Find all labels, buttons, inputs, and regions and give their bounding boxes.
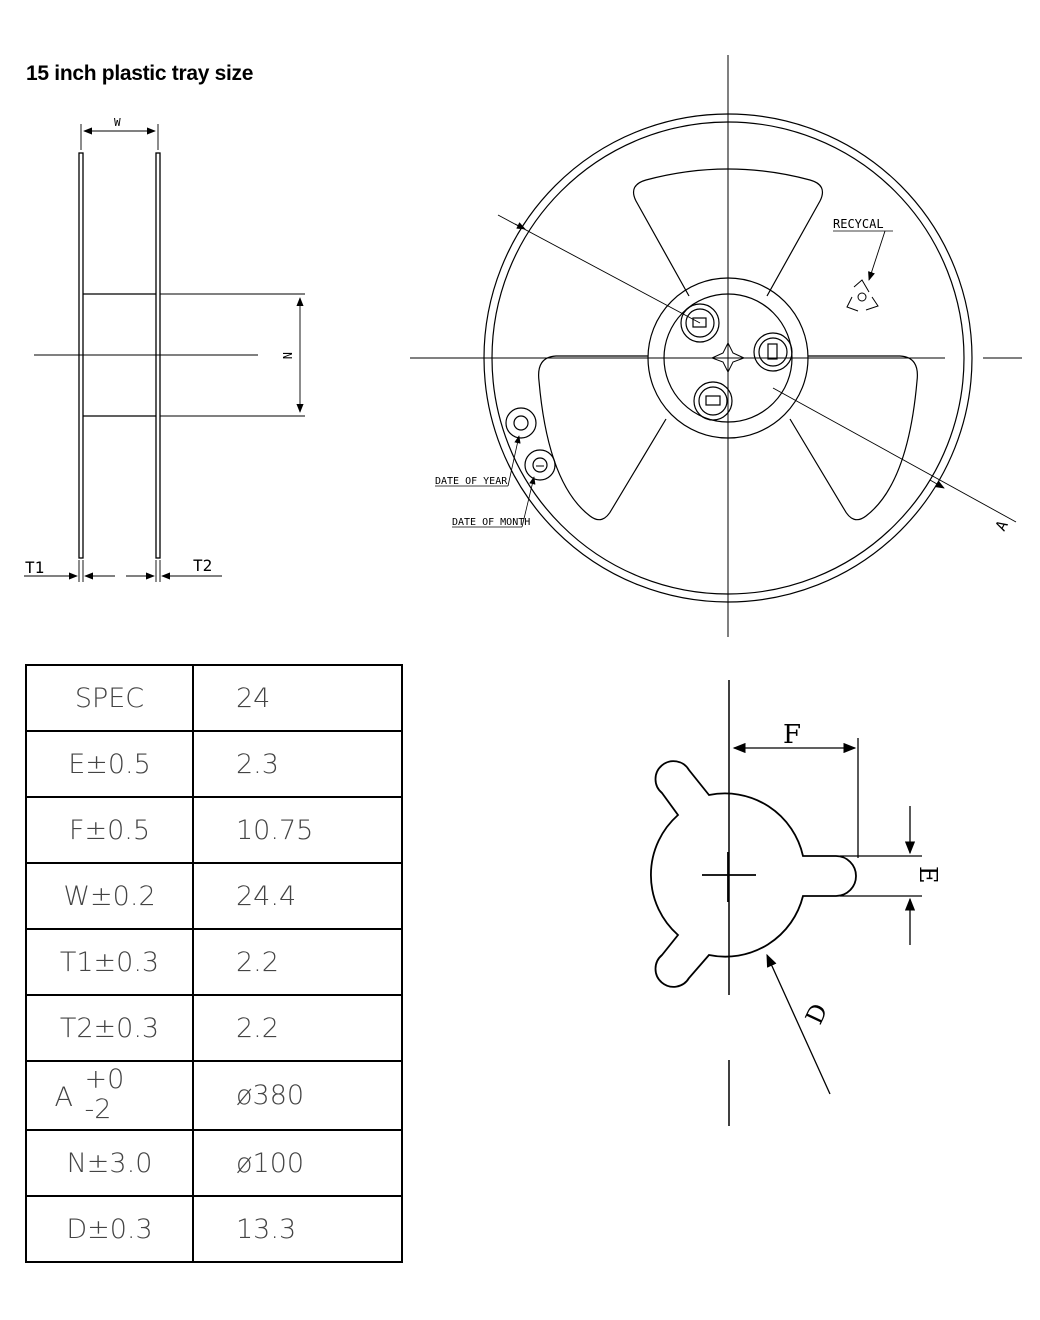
page-title: 15 inch plastic tray size [26,62,254,85]
table-row: E±0.5 2.3 [25,730,403,798]
label-d: D [800,999,834,1028]
label-recycal: RECYCAL [833,217,884,231]
table-row: T1±0.3 2.2 [25,928,403,996]
label-t1: T1 [25,558,44,577]
label-a: A [992,517,1012,533]
reel-front-view [410,55,1022,637]
date-year-dial [505,407,537,439]
spec-key-plus: +0 [84,1064,125,1095]
hub-hole [680,303,720,343]
table-row: T2±0.3 2.2 [25,994,403,1062]
side-view [24,124,305,582]
reel-window-left [538,355,667,521]
table-row: N±3.0 ø100 [25,1129,403,1197]
spec-header-key: SPEC [25,664,194,732]
spec-table: SPEC 24 E±0.5 2.3 F±0.5 10.75 W±0.2 24.4… [25,664,403,1263]
label-w: W [114,116,121,129]
spec-value: 2.2 [192,994,403,1062]
spec-value: 10.75 [192,796,403,864]
hub-hole [753,332,793,372]
date-month-dial [524,449,556,481]
label-e: E [914,866,942,884]
flange-left [78,152,84,559]
table-row: A +0 -2 ø380 [25,1060,403,1131]
recycle-icon [846,279,879,312]
spec-value: 2.3 [192,730,403,798]
reel-window-top [633,168,823,297]
reel-inner-rim [491,121,965,595]
reel-window-right [789,355,918,521]
hub-key-outline [650,760,857,988]
label-n: N [280,352,294,359]
spec-key: T1±0.3 [25,928,194,996]
spec-value: ø100 [192,1129,403,1197]
label-t2: T2 [193,556,212,575]
center-key [710,341,746,374]
hub-outer [647,277,809,439]
spec-key: D±0.3 [25,1195,194,1263]
spec-key: N±3.0 [25,1129,194,1197]
hub-detail-view [650,680,922,1126]
table-row: F±0.5 10.75 [25,796,403,864]
spec-header-value: 24 [192,664,403,732]
label-f: F [783,720,801,750]
spec-key: F±0.5 [25,796,194,864]
spec-key: W±0.2 [25,862,194,930]
label-date-of-year: DATE OF YEAR [435,476,508,487]
hub-inner [663,293,793,423]
spec-key-tolerance: A +0 -2 [25,1060,194,1131]
spec-value: 13.3 [192,1195,403,1263]
table-row: D±0.3 13.3 [25,1195,403,1263]
reel-outer-rim [483,113,973,603]
spec-key-minus: -2 [84,1094,112,1125]
spec-key-main: A [54,1082,73,1113]
hub-hole [693,381,733,421]
flange-right [155,152,161,559]
spec-value: ø380 [192,1060,403,1131]
spec-value: 24.4 [192,862,403,930]
table-row: W±0.2 24.4 [25,862,403,930]
table-row: SPEC 24 [25,664,403,732]
spec-key: T2±0.3 [25,994,194,1062]
spec-value: 2.2 [192,928,403,996]
spec-key: E±0.5 [25,730,194,798]
label-date-of-month: DATE OF MONTH [452,517,530,528]
